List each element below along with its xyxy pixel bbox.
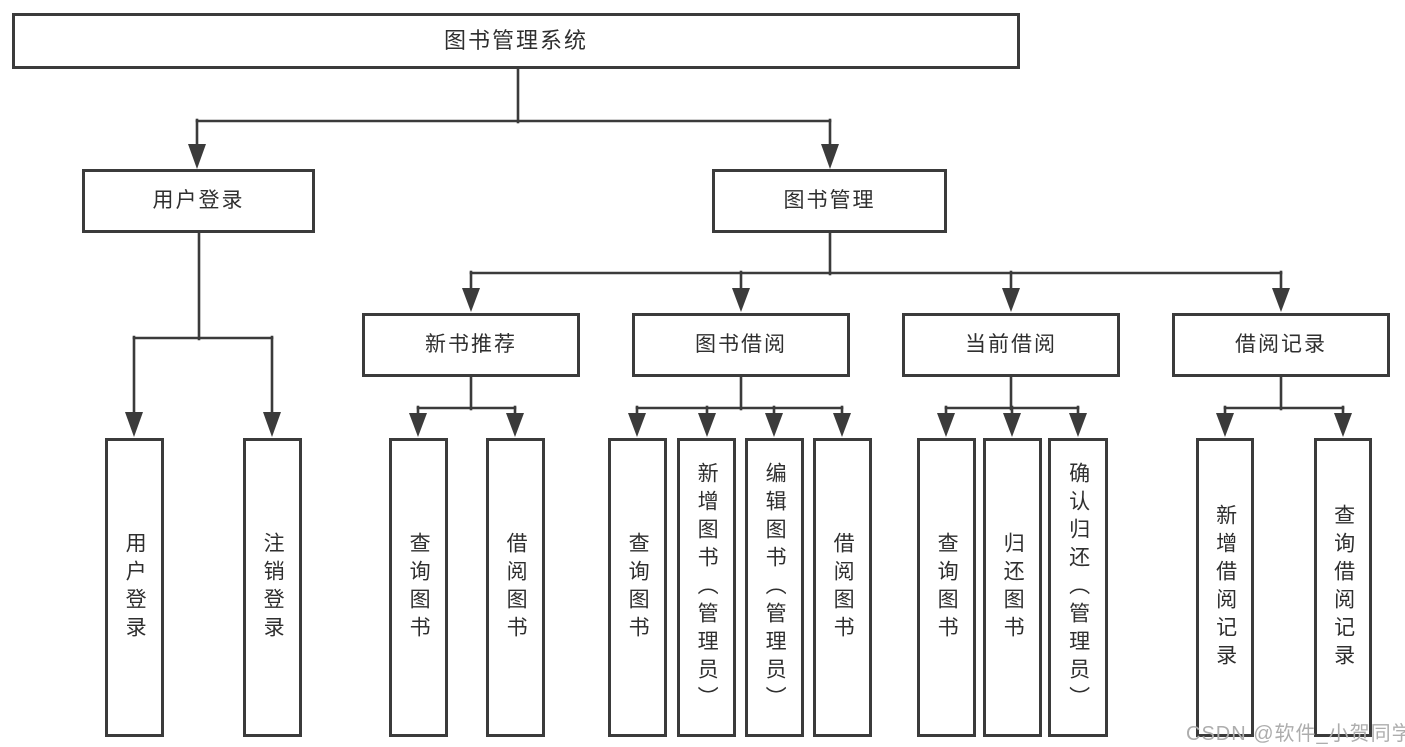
node-borrow-record-label: 借阅记录 xyxy=(1235,333,1327,357)
leaf-borrow-edit-book-admin-label: 编辑图书（管理员） xyxy=(763,461,787,714)
arrowhead-icon xyxy=(732,288,750,312)
arrowhead-icon xyxy=(1002,288,1020,312)
leaf-borrow-query-book-label: 查询图书 xyxy=(626,531,650,644)
node-current-borrow: 当前借阅 xyxy=(902,313,1120,377)
leaf-borrow-borrow-book: 借阅图书 xyxy=(813,438,872,737)
leaf-recommend-query-book-label: 查询图书 xyxy=(407,531,431,644)
node-user-login: 用户登录 xyxy=(82,169,315,233)
node-user-login-label: 用户登录 xyxy=(152,189,245,213)
edge-root-to-level2 xyxy=(188,67,839,169)
leaf-borrow-query-book: 查询图书 xyxy=(608,438,667,737)
edge-borrow-record-to-leaves xyxy=(1216,375,1352,437)
node-book-management: 图书管理 xyxy=(712,169,947,233)
arrowhead-icon xyxy=(1069,413,1087,437)
leaf-borrow-edit-book-admin: 编辑图书（管理员） xyxy=(745,438,804,737)
arrowhead-icon xyxy=(1334,413,1352,437)
leaf-current-query-book-label: 查询图书 xyxy=(935,531,959,644)
edge-current-borrow-to-leaves xyxy=(937,375,1087,437)
leaf-current-confirm-return-admin: 确认归还（管理员） xyxy=(1048,438,1108,737)
leaf-current-return-book: 归还图书 xyxy=(983,438,1042,737)
leaf-borrow-add-book-admin: 新增图书（管理员） xyxy=(677,438,736,737)
leaf-user-login-label: 用户登录 xyxy=(123,531,147,644)
leaf-record-query-borrow-record: 查询借阅记录 xyxy=(1314,438,1372,737)
leaf-user-login: 用户登录 xyxy=(105,438,164,737)
arrowhead-icon xyxy=(1216,413,1234,437)
leaf-current-confirm-return-admin-label: 确认归还（管理员） xyxy=(1066,461,1090,714)
leaf-borrow-borrow-book-label: 借阅图书 xyxy=(831,531,855,644)
node-library-system: 图书管理系统 xyxy=(12,13,1020,69)
edge-new-book-recommend-to-leaves xyxy=(409,375,524,437)
arrowhead-icon xyxy=(698,413,716,437)
arrowhead-icon xyxy=(506,413,524,437)
edge-user-login-to-leaves xyxy=(125,231,281,437)
leaf-current-query-book: 查询图书 xyxy=(917,438,976,737)
arrowhead-icon xyxy=(462,288,480,312)
arrowhead-icon xyxy=(765,413,783,437)
arrowhead-icon xyxy=(188,144,206,169)
arrowhead-icon xyxy=(263,412,281,437)
node-library-system-label: 图书管理系统 xyxy=(443,27,588,53)
node-book-borrow-label: 图书借阅 xyxy=(695,333,787,357)
node-borrow-record: 借阅记录 xyxy=(1172,313,1390,377)
leaf-record-add-borrow-record: 新增借阅记录 xyxy=(1196,438,1254,737)
leaf-record-query-borrow-record-label: 查询借阅记录 xyxy=(1331,503,1355,672)
leaf-recommend-borrow-book-label: 借阅图书 xyxy=(504,531,528,644)
arrowhead-icon xyxy=(628,413,646,437)
arrowhead-icon xyxy=(833,413,851,437)
node-book-management-label: 图书管理 xyxy=(783,189,876,213)
csdn-watermark: CSDN @软件_小贺同学 xyxy=(1186,723,1405,745)
arrowhead-icon xyxy=(937,413,955,437)
edge-book-borrow-to-leaves xyxy=(628,375,851,437)
arrowhead-icon xyxy=(125,412,143,437)
arrowhead-icon xyxy=(821,144,839,169)
leaf-borrow-add-book-admin-label: 新增图书（管理员） xyxy=(695,461,719,714)
node-current-borrow-label: 当前借阅 xyxy=(965,333,1057,357)
arrowhead-icon xyxy=(409,413,427,437)
leaf-recommend-query-book: 查询图书 xyxy=(389,438,448,737)
node-book-borrow: 图书借阅 xyxy=(632,313,850,377)
leaf-logout-label: 注销登录 xyxy=(261,531,285,644)
leaf-recommend-borrow-book: 借阅图书 xyxy=(486,438,545,737)
edge-book-management-to-level3 xyxy=(462,231,1290,312)
leaf-record-add-borrow-record-label: 新增借阅记录 xyxy=(1213,503,1237,672)
leaf-current-return-book-label: 归还图书 xyxy=(1001,531,1025,644)
arrowhead-icon xyxy=(1272,288,1290,312)
node-new-book-recommend-label: 新书推荐 xyxy=(425,333,517,357)
leaf-logout: 注销登录 xyxy=(243,438,302,737)
arrowhead-icon xyxy=(1003,413,1021,437)
node-new-book-recommend: 新书推荐 xyxy=(362,313,580,377)
